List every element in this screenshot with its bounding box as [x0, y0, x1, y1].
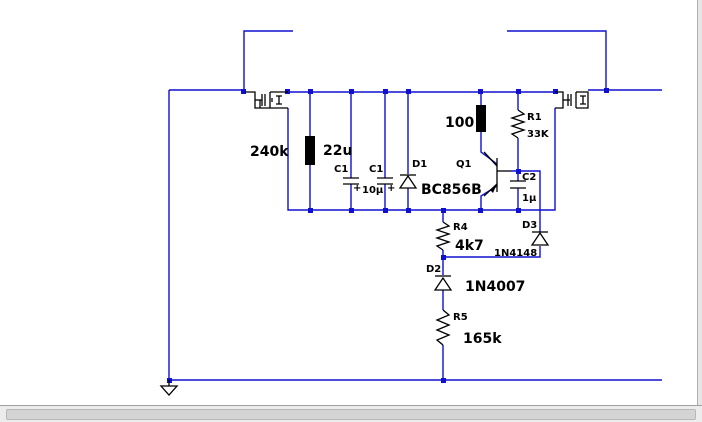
label-c2-ref: C2 [522, 172, 536, 183]
label-c1-10u-value: 10µ [362, 185, 384, 196]
diode-d1-icon[interactable] [398, 174, 418, 189]
junction-dot [349, 208, 354, 213]
junction-dot [406, 208, 411, 213]
horizontal-scrollbar-thumb[interactable] [6, 409, 696, 420]
junction-dot [516, 89, 521, 94]
label-d3-value: 1N4148 [494, 248, 537, 259]
schematic-canvas[interactable]: 240k 22u C1 + C1 10µ + D1 100 Q1 BC856B … [0, 0, 702, 405]
capacitor-c2-icon[interactable] [510, 180, 526, 189]
label-r1-value: 33K [527, 129, 550, 140]
right-mosfet[interactable] [555, 91, 589, 109]
label-q1-value: BC856B [421, 182, 482, 198]
label-q1-ref: Q1 [456, 159, 472, 170]
junction-dot [478, 208, 483, 213]
capacitor-plus-sign: + [387, 183, 395, 194]
junction-dot [308, 89, 313, 94]
label-r4-value: 4k7 [455, 238, 484, 254]
junction-dot [383, 89, 388, 94]
junction-dot [478, 89, 483, 94]
resistor-r1-icon[interactable] [509, 109, 527, 139]
vertical-scrollbar[interactable] [697, 0, 702, 405]
resistor-100-icon[interactable] [476, 105, 486, 132]
wire-d3 [443, 170, 541, 258]
label-c1-22u-value: 22u [323, 143, 352, 159]
label-r5-ref: R5 [453, 312, 468, 323]
label-d2-ref: D2 [426, 264, 441, 275]
resistor-r4-icon[interactable] [434, 221, 452, 251]
resistor-240k-icon[interactable] [305, 136, 315, 165]
junction-dot [349, 89, 354, 94]
junction-dot [308, 208, 313, 213]
label-r5-value: 165k [463, 331, 502, 347]
capacitor-c1-22u-icon[interactable] [343, 177, 359, 185]
label-c1-10u-ref: C1 [369, 164, 383, 175]
ground-icon[interactable] [159, 380, 179, 396]
junction-dot [516, 208, 521, 213]
resistor-r5-icon[interactable] [435, 309, 451, 346]
label-c2-value: 1µ [522, 193, 537, 204]
label-d1-ref: D1 [412, 159, 427, 170]
circuit-diagram: 240k 22u C1 + C1 10µ + D1 100 Q1 BC856B … [159, 30, 662, 396]
label-c1-22u-ref: C1 [334, 164, 348, 175]
junction-dot [441, 255, 446, 260]
junction-dot [604, 88, 609, 93]
diode-d3-icon[interactable] [530, 231, 550, 246]
label-d3-ref: D3 [522, 220, 537, 231]
capacitor-plus-sign: + [353, 183, 361, 194]
junction-dot [516, 169, 521, 174]
wire-left-top-stub[interactable] [243, 30, 293, 92]
label-r240k-value: 240k [250, 144, 289, 160]
junction-dot [441, 378, 446, 383]
wire-right-top-stub[interactable] [507, 30, 607, 90]
label-r4-ref: R4 [453, 222, 468, 233]
transistor-q1-icon[interactable] [483, 151, 511, 197]
junction-dot [383, 208, 388, 213]
wire-r1 [511, 92, 519, 172]
wires [168, 30, 662, 381]
labels: 240k 22u C1 + C1 10µ + D1 100 Q1 BC856B … [250, 112, 550, 347]
junction-dot [406, 89, 411, 94]
diode-d2-icon[interactable] [433, 275, 453, 291]
label-r1-ref: R1 [527, 112, 542, 123]
label-r100-value: 100 [445, 115, 474, 131]
horizontal-scrollbar[interactable] [0, 405, 702, 422]
junction-dot [441, 208, 446, 213]
capacitor-c1-10u-icon[interactable] [377, 177, 393, 185]
wire-lower-bus[interactable] [287, 108, 556, 211]
left-mosfet[interactable] [245, 91, 288, 109]
junction-dot [241, 89, 246, 94]
label-d2-value: 1N4007 [465, 279, 525, 295]
